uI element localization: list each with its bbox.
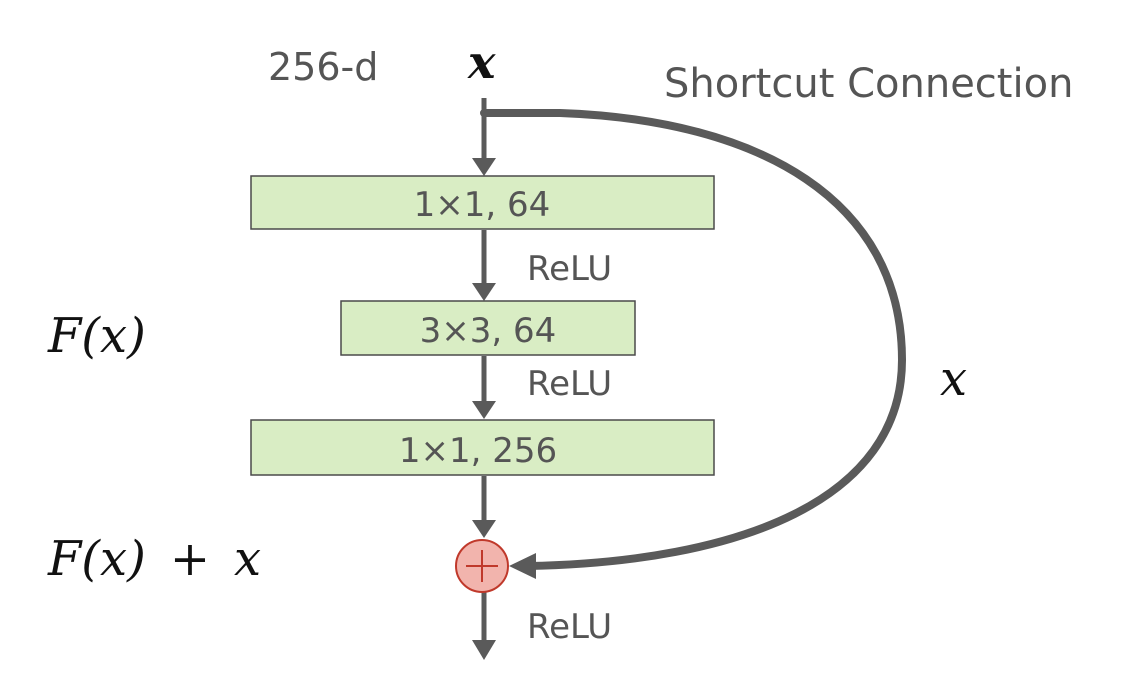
input-x-label: x bbox=[467, 35, 496, 89]
layer-box bbox=[250, 175, 715, 230]
arrow-1-head bbox=[472, 283, 496, 301]
relu-label-3: ReLU bbox=[527, 607, 612, 647]
relu-label-1: ReLU bbox=[527, 249, 612, 289]
layer-1x1-64: 1×1, 64 bbox=[250, 175, 715, 230]
shortcut-connection-label: Shortcut Connection bbox=[664, 61, 1073, 107]
shortcut-connection-path bbox=[480, 109, 907, 570]
block-output-x-part: x bbox=[234, 531, 261, 587]
main-flow-arrows bbox=[472, 98, 496, 660]
arrow-2-head bbox=[472, 401, 496, 419]
layer-1x1-256: 1×1, 256 bbox=[250, 419, 715, 476]
block-output-label: F(x) + x bbox=[47, 531, 261, 587]
output-arrowhead bbox=[472, 640, 496, 660]
addition-node bbox=[455, 539, 509, 593]
input-arrowhead bbox=[472, 158, 496, 176]
shortcut-arrowhead bbox=[509, 553, 536, 579]
residual-function-label: F(x) bbox=[47, 308, 146, 364]
input-dimension-label: 256-d bbox=[268, 45, 378, 89]
layer-3x3-64: 3×3, 64 bbox=[340, 300, 636, 356]
layer-label: 1×1, 256 bbox=[399, 431, 557, 471]
layer-box bbox=[250, 419, 715, 476]
layer-label: 3×3, 64 bbox=[420, 311, 557, 351]
block-output-plus: + bbox=[170, 531, 210, 587]
layer-box bbox=[340, 300, 636, 356]
arrow-3-head bbox=[472, 520, 496, 538]
shortcut-x-label: x bbox=[940, 351, 967, 407]
block-output-f-part: F(x) bbox=[47, 531, 146, 587]
relu-label-2: ReLU bbox=[527, 364, 612, 404]
layer-label: 1×1, 64 bbox=[414, 185, 551, 225]
